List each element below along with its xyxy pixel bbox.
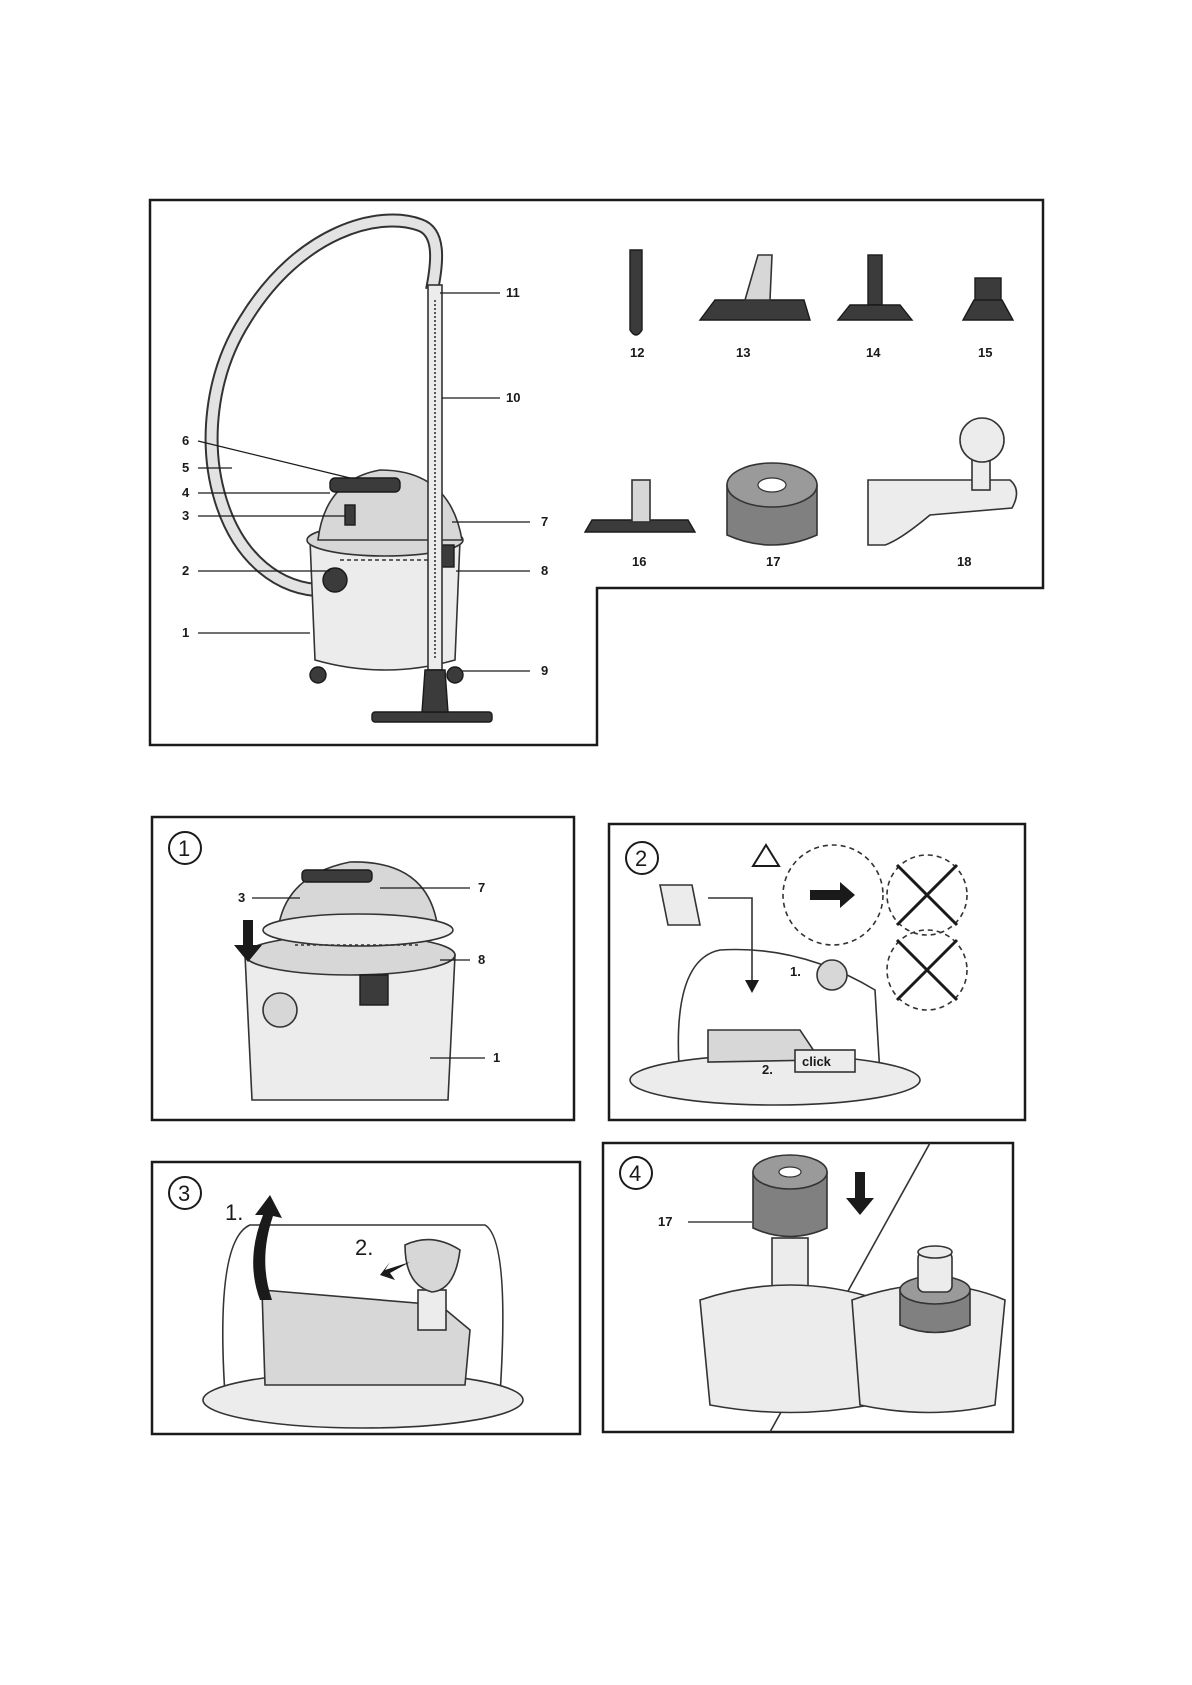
label-17: 17 bbox=[766, 554, 780, 569]
accessory-upholstery-nozzle bbox=[838, 255, 912, 320]
label-16: 16 bbox=[632, 554, 646, 569]
accessory-filter-holder bbox=[868, 418, 1017, 545]
step-4-panel: 4 17 bbox=[603, 1143, 1013, 1432]
label-9: 9 bbox=[541, 663, 548, 678]
overview-panel: 1 2 3 4 5 6 7 8 9 10 11 12 bbox=[150, 200, 1043, 745]
label-14: 14 bbox=[866, 345, 881, 360]
label-5: 5 bbox=[182, 460, 189, 475]
warning-triangle-icon bbox=[753, 845, 779, 866]
step-2-number: 2 bbox=[635, 846, 647, 871]
vacuum-cleaner-illustration bbox=[212, 220, 492, 722]
label-1: 1 bbox=[182, 625, 189, 640]
prohibited-cross-icon bbox=[897, 865, 957, 925]
step-3-label-1: 1. bbox=[225, 1200, 243, 1225]
label-3: 3 bbox=[182, 508, 189, 523]
step-1-label-8: 8 bbox=[478, 952, 485, 967]
step-2-label-2: 2. bbox=[762, 1062, 773, 1077]
overview-frame bbox=[150, 200, 1043, 745]
arrow-down-icon bbox=[846, 1172, 874, 1215]
step-3-label-2: 2. bbox=[355, 1235, 373, 1260]
step-1-label-1: 1 bbox=[493, 1050, 500, 1065]
label-2: 2 bbox=[182, 563, 189, 578]
accessory-crevice-nozzle bbox=[630, 250, 642, 335]
label-7: 7 bbox=[541, 514, 548, 529]
accessory-adapter bbox=[963, 278, 1013, 320]
label-12: 12 bbox=[630, 345, 644, 360]
step-3-panel: 3 1. 2. bbox=[152, 1162, 580, 1434]
label-4: 4 bbox=[182, 485, 190, 500]
step-2-label-click: click bbox=[802, 1054, 832, 1069]
step-1-label-7: 7 bbox=[478, 880, 485, 895]
label-18: 18 bbox=[957, 554, 971, 569]
step-2-panel: 2 click 1. 2. bbox=[609, 824, 1025, 1120]
step-4-label-17: 17 bbox=[658, 1214, 672, 1229]
step-3-number: 3 bbox=[178, 1181, 190, 1206]
label-11: 11 bbox=[506, 285, 520, 300]
step-1-panel: 1 3 7 8 1 bbox=[152, 817, 574, 1120]
step-1-number: 1 bbox=[178, 836, 190, 861]
step-2-label-1: 1. bbox=[790, 964, 801, 979]
accessory-foam-filter bbox=[727, 463, 817, 545]
step-1-label-3: 3 bbox=[238, 890, 245, 905]
label-10: 10 bbox=[506, 390, 520, 405]
label-8: 8 bbox=[541, 563, 548, 578]
label-13: 13 bbox=[736, 345, 750, 360]
step-4-number: 4 bbox=[629, 1161, 641, 1186]
accessory-floor-nozzle bbox=[700, 255, 810, 320]
label-6: 6 bbox=[182, 433, 189, 448]
accessory-wet-nozzle bbox=[585, 480, 695, 532]
label-15: 15 bbox=[978, 345, 992, 360]
